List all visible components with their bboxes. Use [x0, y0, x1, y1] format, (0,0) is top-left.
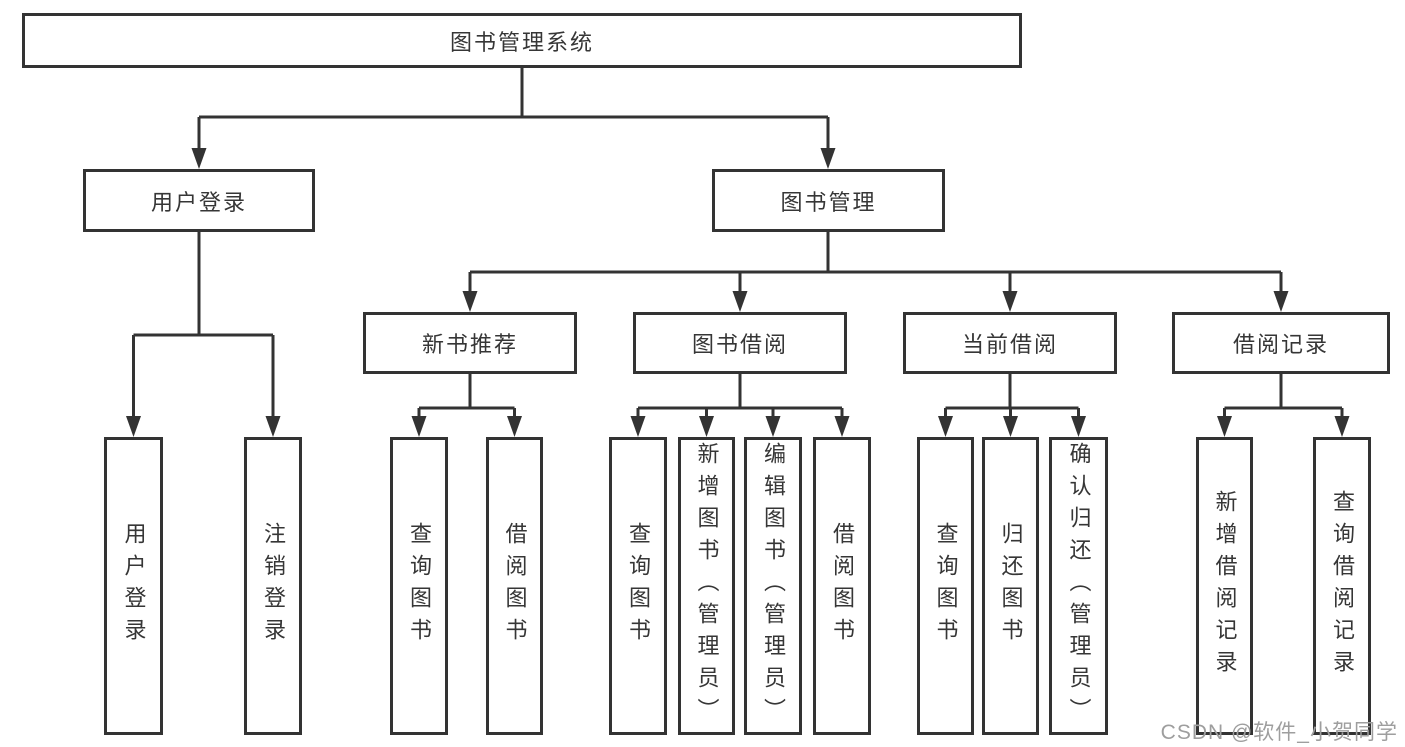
node-leaf-edit-books-admin: 编辑图书（管理员）	[744, 437, 802, 735]
node-book-borrow: 图书借阅	[633, 312, 847, 374]
node-user-login-group: 用户登录	[83, 169, 315, 232]
node-current-borrow: 当前借阅	[903, 312, 1117, 374]
node-leaf-return-books: 归还图书	[982, 437, 1039, 735]
node-book-management-group: 图书管理	[712, 169, 945, 232]
node-new-book-recommend: 新书推荐	[363, 312, 577, 374]
csdn-watermark: CSDN @软件_小贺同学	[1160, 721, 1398, 744]
node-leaf-add-borrow-record: 新增借阅记录	[1196, 437, 1253, 735]
node-leaf-logout: 注销登录	[244, 437, 302, 735]
node-leaf-query-books-2: 查询图书	[609, 437, 667, 735]
node-leaf-query-borrow-record: 查询借阅记录	[1313, 437, 1371, 735]
node-leaf-query-books-1: 查询图书	[390, 437, 448, 735]
node-leaf-add-books-admin: 新增图书（管理员）	[678, 437, 735, 735]
arrowhead-icons	[126, 148, 1350, 437]
node-leaf-confirm-return-admin: 确认归还（管理员）	[1049, 437, 1108, 735]
node-root-system: 图书管理系统	[22, 13, 1022, 68]
node-leaf-user-login: 用户登录	[104, 437, 163, 735]
node-borrow-records: 借阅记录	[1172, 312, 1390, 374]
node-leaf-query-books-3: 查询图书	[917, 437, 974, 735]
node-leaf-borrow-books-1: 借阅图书	[486, 437, 543, 735]
node-leaf-borrow-books-2: 借阅图书	[813, 437, 871, 735]
